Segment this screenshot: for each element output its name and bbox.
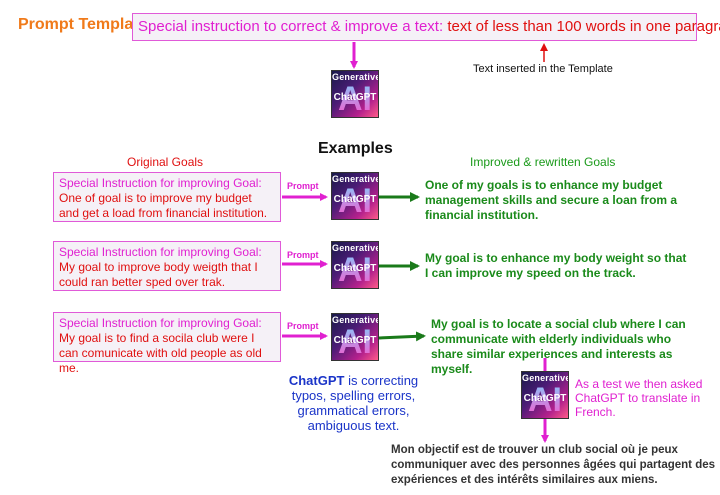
original-goal-text: My goal is to find a socila club were I … (59, 331, 262, 375)
arrow-row3-result (378, 331, 426, 342)
prompt-template-box: Special instruction to correct & improve… (132, 13, 720, 41)
goal-instruction: Special Instruction for improving Goal: (59, 245, 262, 259)
improved-goal-text: My goal is to locate a social club where… (431, 317, 686, 376)
goal-instruction: Special Instruction for improving Goal: (59, 316, 262, 330)
chatgpt-note-text: is correcting typos, spelling errors, gr… (291, 373, 419, 433)
original-goal-box: Special Instruction for improving Goal: … (53, 312, 281, 375)
generative-ai-logo-icon: Generative AI ChatGPT (331, 241, 379, 289)
original-goal-text: My goal to improve body weigth that I co… (59, 260, 258, 289)
inserted-text-note: Text inserted in the Template (473, 63, 613, 75)
original-goals-heading: Original Goals (127, 155, 204, 169)
prompt-template-label: Prompt Template (18, 16, 148, 33)
original-goal-text: One of goal is to improve my budget and … (59, 191, 268, 220)
template-inserted-text: text of less than 100 words in one parag… (447, 18, 720, 35)
examples-title: Examples (318, 140, 393, 157)
translation-test-note: As a test we then asked ChatGPT to trans… (575, 377, 703, 419)
chatgpt-name: ChatGPT (288, 373, 345, 388)
generative-ai-logo-icon: Generative AI ChatGPT (521, 371, 569, 419)
generative-ai-logo-icon: Generative AI ChatGPT (331, 313, 379, 361)
original-goal-box: Special Instruction for improving Goal: … (53, 241, 281, 291)
prompt-label: Prompt (287, 321, 319, 331)
improved-goal-text: One of my goals is to enhance my budget … (425, 178, 678, 222)
generative-ai-logo-icon: Generative AI ChatGPT (331, 172, 379, 220)
prompt-label: Prompt (287, 250, 319, 260)
french-translation-text: Mon objectif est de trouver un club soci… (391, 444, 716, 486)
template-instruction: Special instruction to correct & improve… (138, 18, 444, 35)
chatgpt-correction-note: ChatGPT is correcting typos, spelling er… (271, 373, 436, 433)
original-goal-box: Special Instruction for improving Goal: … (53, 172, 281, 222)
generative-ai-logo-icon: Generative AI ChatGPT (331, 70, 379, 118)
goal-instruction: Special Instruction for improving Goal: (59, 176, 262, 190)
prompt-label: Prompt (287, 181, 319, 191)
improved-goal-text: My goal is to enhance my body weight so … (425, 251, 687, 280)
improved-goals-heading: Improved & rewritten Goals (470, 155, 616, 169)
